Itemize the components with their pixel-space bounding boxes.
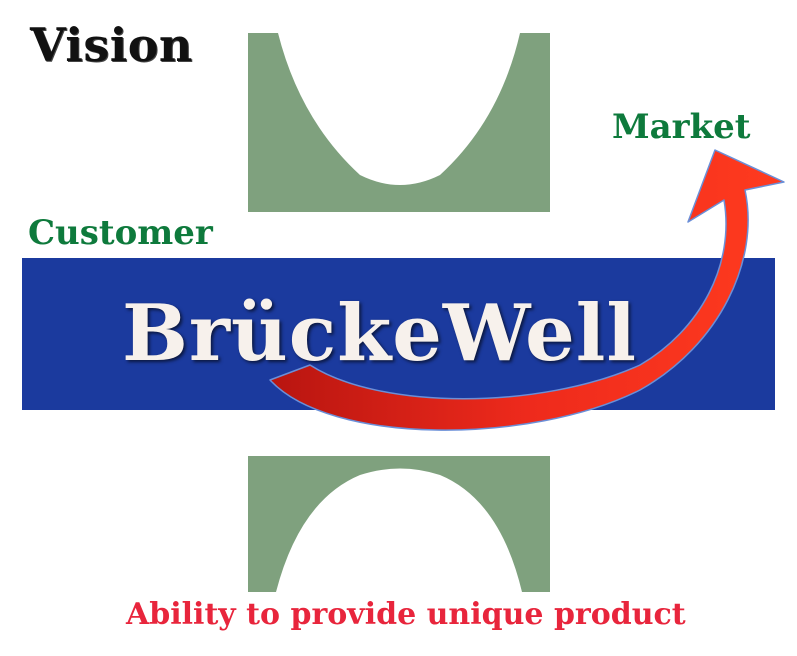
market-arrow bbox=[269, 149, 785, 431]
bottom-pillar bbox=[248, 456, 550, 592]
top-pillar bbox=[248, 33, 550, 212]
ability-label: Ability to provide unique product bbox=[126, 597, 686, 632]
customer-label: Customer bbox=[28, 213, 213, 253]
vision-label: Vision bbox=[30, 18, 193, 72]
market-label: Market bbox=[612, 107, 751, 147]
brand-name: BrückeWell bbox=[122, 288, 638, 379]
